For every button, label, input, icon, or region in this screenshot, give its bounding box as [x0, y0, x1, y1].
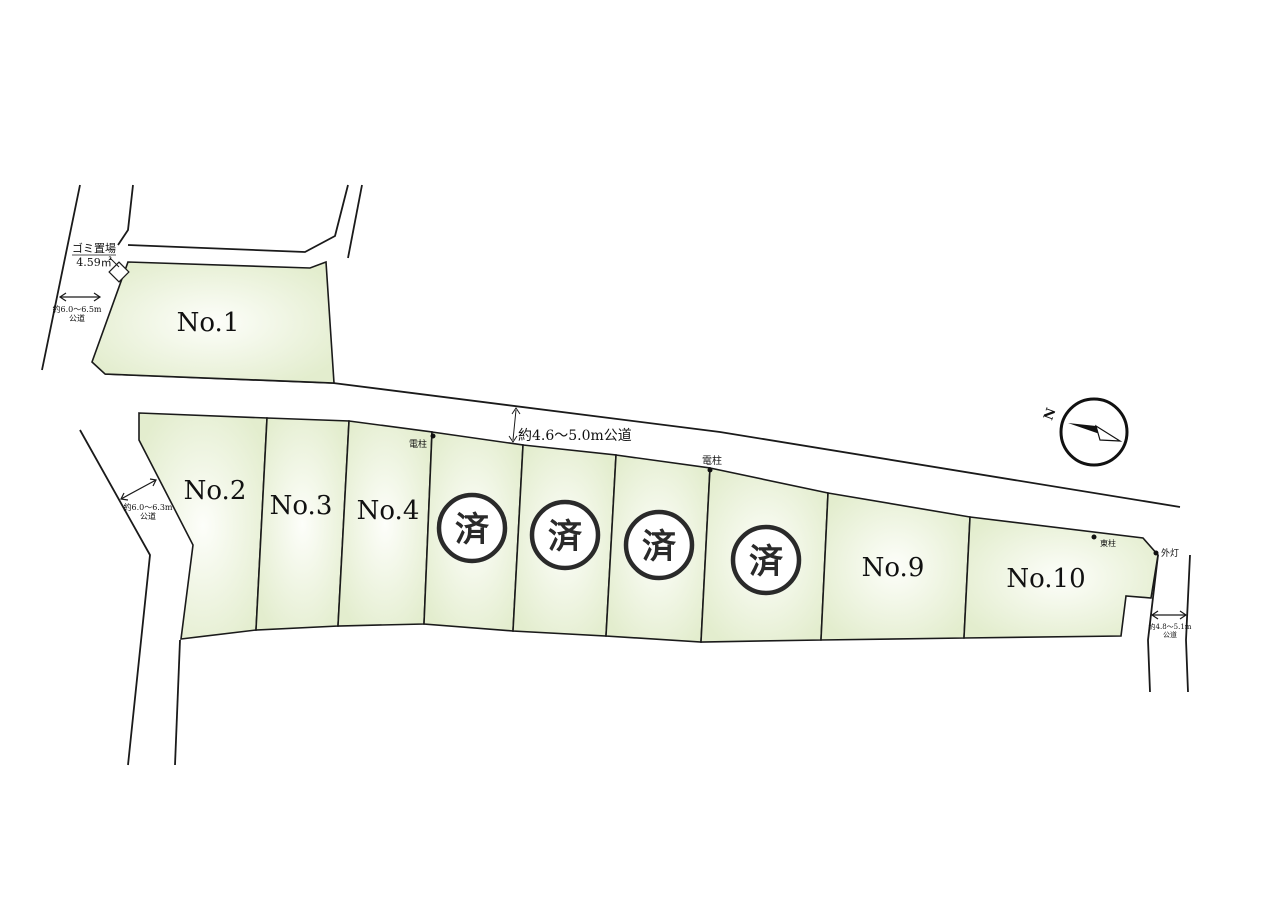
compass-icon: N — [1041, 397, 1129, 467]
sold-mark-no6: 済 — [529, 499, 601, 571]
road-west-bottom-right — [174, 639, 181, 766]
lot-label-no4: No.4 — [357, 496, 420, 526]
road-west-top-left — [41, 184, 81, 371]
sold-mark-no8: 済 — [730, 524, 802, 596]
utility-markers: 電柱 電柱 東柱 外灯 — [409, 433, 1179, 559]
svg-text:済: 済 — [749, 542, 784, 582]
west-top-road-width: 約6.0～6.5m — [52, 304, 101, 314]
compass-north-label: N — [1041, 406, 1059, 422]
sold-mark-no5: 済 — [436, 492, 508, 564]
garbage-station: ゴミ置場 4.59㎡ — [72, 241, 130, 283]
svg-text:済: 済 — [455, 510, 490, 550]
road-north-parcel-top — [127, 184, 349, 253]
road-west-bottom-left — [79, 429, 151, 766]
utility-pole-3-label: 東柱 — [1100, 538, 1116, 548]
main-road-label: 約4.6～5.0m公道 — [518, 428, 632, 444]
road-annotations: 約4.6～5.0m公道 約6.0～6.5m 公道 約6.0～6.3m 公道 約4… — [52, 292, 1192, 639]
sold-mark-no7: 済 — [623, 509, 695, 581]
road-north-right — [347, 184, 363, 259]
sold-marks: 済 済 済 済 — [436, 492, 802, 596]
lot-label-no1: No.1 — [177, 308, 240, 338]
lot-label-no3: No.3 — [270, 491, 333, 521]
streetlight-label: 外灯 — [1161, 547, 1179, 559]
west-top-road-type: 公道 — [69, 313, 85, 323]
lot-labels: No.1 No.2 No.3 No.4 No.9 No.10 — [177, 308, 1086, 594]
lot-label-no9: No.9 — [862, 553, 925, 583]
garbage-station-label: ゴミ置場 — [72, 241, 116, 255]
utility-pole-1-label: 電柱 — [409, 438, 427, 450]
utility-pole-2-label: 電柱 — [702, 454, 722, 467]
utility-pole-2-marker — [707, 467, 713, 473]
lot-no2[interactable] — [138, 412, 268, 640]
road-east-left — [1147, 554, 1159, 693]
lot-no10[interactable] — [963, 516, 1159, 639]
west-bottom-road-width: 約6.0～6.3m — [123, 502, 172, 512]
lot-label-no10: No.10 — [1006, 564, 1085, 594]
east-road-type: 公道 — [1163, 630, 1177, 639]
svg-text:済: 済 — [642, 527, 677, 567]
lots — [91, 260, 1159, 643]
west-bottom-road-type: 公道 — [140, 511, 156, 521]
lot-no3[interactable] — [255, 417, 350, 631]
streetlight-marker — [1153, 550, 1159, 556]
lot-no1[interactable] — [91, 260, 335, 384]
east-road-width: 約4.8～5.1m — [1149, 622, 1192, 631]
garbage-station-area: 4.59㎡ — [76, 256, 112, 269]
road-east-right — [1185, 554, 1191, 693]
road-north-parcel-edge — [117, 184, 134, 246]
lot-label-no2: No.2 — [184, 476, 247, 506]
svg-text:済: 済 — [548, 517, 583, 557]
utility-pole-1-marker — [430, 433, 436, 439]
utility-pole-3-marker — [1091, 534, 1097, 540]
